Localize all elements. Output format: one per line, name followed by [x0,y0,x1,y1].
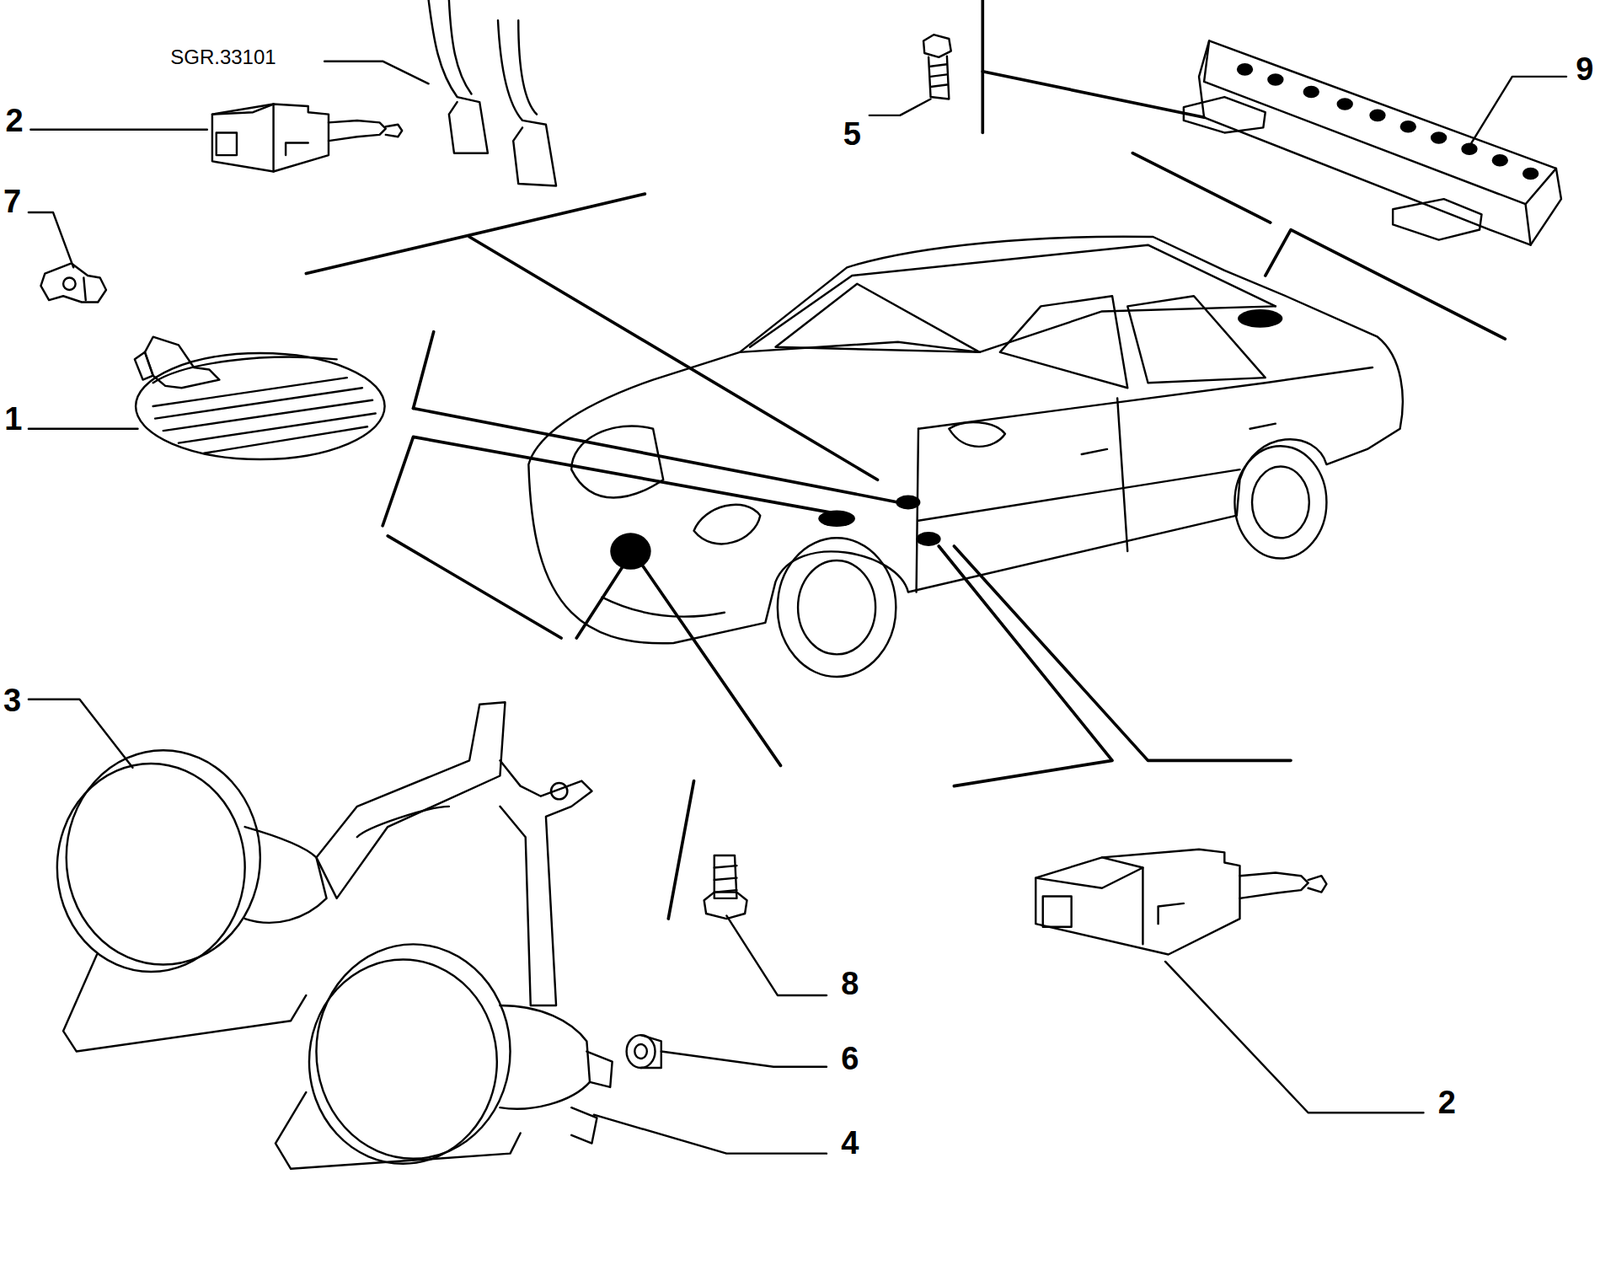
callout-number: 5 [843,117,862,150]
part-code: SGR.33101 [170,47,276,68]
callout-number: 3 [3,684,22,717]
callout-number: 1 [4,402,22,435]
callout-number: 9 [1575,53,1594,86]
callout-number: 2 [5,104,23,137]
callout-number: 6 [840,1042,859,1075]
callout-number: 2 [1438,1086,1456,1119]
callout-number: 7 [3,185,22,218]
callout-number: 8 [840,967,859,1000]
callout-number: 4 [840,1126,859,1159]
